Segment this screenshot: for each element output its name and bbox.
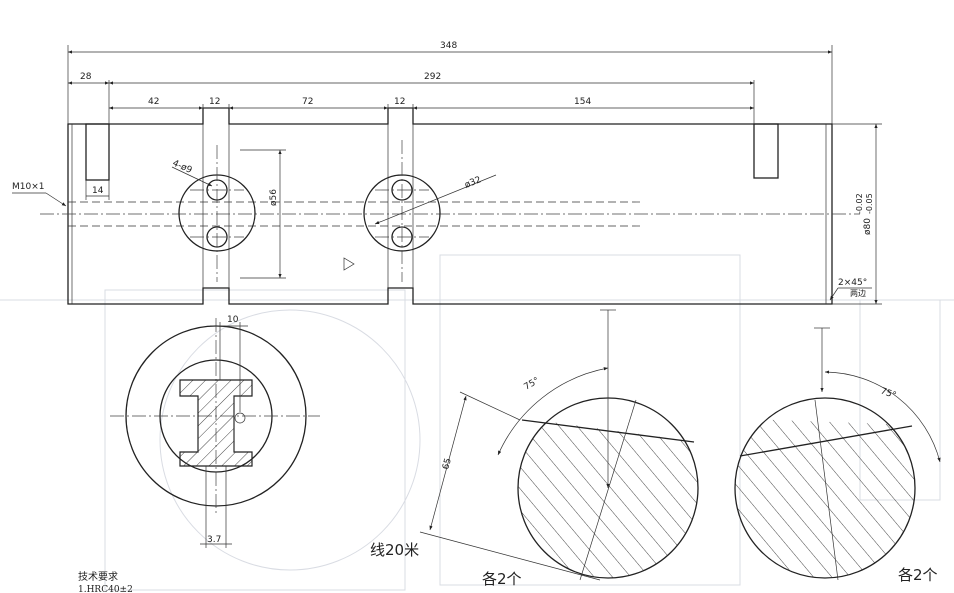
dim-chamfer: 2×45° xyxy=(838,278,867,288)
dim-dia80: ø80 xyxy=(863,218,873,235)
dim-154: 154 xyxy=(574,97,591,107)
dim-dia32: ø32 xyxy=(463,175,482,191)
right-slot xyxy=(753,123,779,179)
dim-72: 72 xyxy=(302,97,313,107)
section-view xyxy=(110,318,320,548)
dim-holes: 4-ø9 xyxy=(171,159,194,176)
dim-12-right: 12 xyxy=(394,97,405,107)
shaft-outline xyxy=(67,107,833,305)
dim-28: 28 xyxy=(80,72,92,82)
dim-tol-lower: -0.05 xyxy=(865,193,874,214)
dim-angle-left: 75° xyxy=(523,376,542,393)
direction-mark xyxy=(343,257,355,271)
each-note-left: 各2个 xyxy=(482,570,522,588)
cut-detail-right xyxy=(734,327,941,581)
dimension-lines-top xyxy=(67,45,833,200)
dim-292: 292 xyxy=(424,72,441,82)
dim-tol-upper: -0.02 xyxy=(855,193,864,214)
dim-65: 65 xyxy=(441,457,454,471)
dim-sec-width-top: 10 xyxy=(227,315,239,325)
dim-sec-width-bottom: 3.7 xyxy=(207,535,221,545)
dim-14: 14 xyxy=(92,186,104,196)
thread-callout xyxy=(12,192,67,207)
dim-348: 348 xyxy=(440,41,457,51)
each-note-right: 各2个 xyxy=(898,566,938,584)
cut-detail-left xyxy=(419,309,699,581)
tech-item-1: 1.HRC40±2 xyxy=(78,585,133,593)
dim-dia56: ø56 xyxy=(269,189,279,206)
left-slot xyxy=(85,123,110,181)
dim-chamfer-note: 两边 xyxy=(850,288,866,298)
shaft-front-view xyxy=(40,107,860,305)
dim-thread: M10×1 xyxy=(12,182,44,192)
dim-42: 42 xyxy=(148,97,159,107)
tech-title: 技术要求 xyxy=(78,570,118,583)
dim-12-left: 12 xyxy=(209,97,220,107)
line-note: 线20米 xyxy=(370,541,419,559)
dim-angle-right: 75° xyxy=(879,386,897,401)
